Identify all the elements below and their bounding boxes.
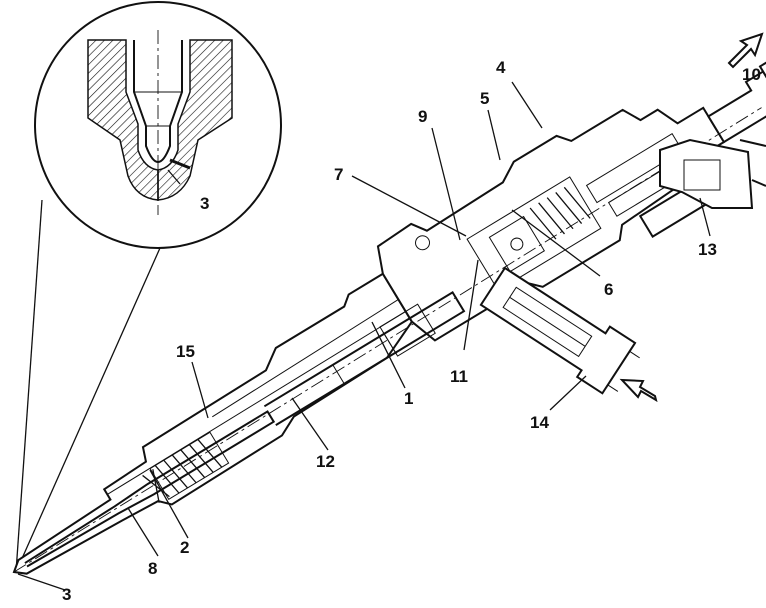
- nozzle-detail-magnifier: [15, 1, 282, 573]
- injector-housing: [376, 106, 726, 342]
- label-1: 1: [404, 389, 413, 408]
- leader-lines: [17, 81, 711, 591]
- magnifier-leader-right: [15, 247, 161, 573]
- fuel-inlet-arrow: [619, 378, 658, 403]
- label-14: 14: [530, 413, 549, 432]
- label-15: 15: [176, 342, 195, 361]
- label-8: 8: [148, 559, 157, 578]
- return-flange: [758, 59, 766, 121]
- valve-piston: [263, 290, 466, 427]
- label-6: 6: [604, 280, 613, 299]
- label-12: 12: [316, 452, 335, 471]
- nozzle-spring: [142, 431, 230, 503]
- fuel-return-arrow: [727, 32, 764, 69]
- fuel-return-stem: [707, 70, 766, 144]
- label-7: 7: [334, 165, 343, 184]
- label-11: 11: [450, 367, 468, 386]
- label-3-tip: 3: [62, 585, 71, 604]
- solenoid-valve: [415, 132, 687, 292]
- magnifier-leader-left: [15, 199, 43, 573]
- nozzle-needle: [24, 410, 276, 568]
- label-10: 10: [742, 65, 761, 84]
- injector-body: [12, 59, 766, 575]
- high-pressure-inlet: [479, 266, 640, 395]
- label-2: 2: [180, 538, 189, 557]
- label-3-detail: 3: [200, 194, 209, 213]
- electrical-connector: [659, 138, 766, 209]
- label-4: 4: [496, 58, 506, 77]
- nozzle-body: [12, 272, 414, 575]
- label-5: 5: [480, 89, 489, 108]
- label-9: 9: [418, 107, 427, 126]
- label-13: 13: [698, 240, 717, 259]
